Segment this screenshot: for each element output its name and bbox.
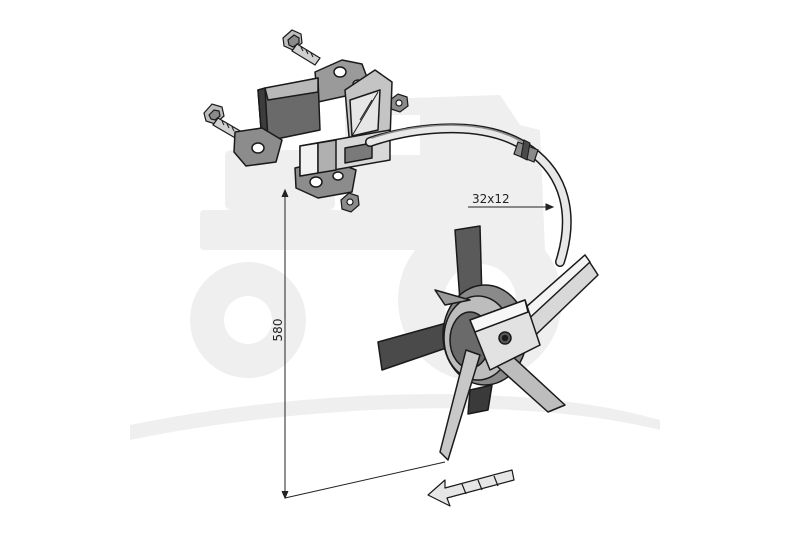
height-dimension bbox=[281, 188, 446, 500]
bolt-top-icon bbox=[282, 29, 321, 66]
width-label: 32x12 bbox=[472, 192, 510, 206]
width-dimension bbox=[468, 203, 555, 211]
star-wheel-icon bbox=[377, 225, 599, 461]
spring-tine-icon bbox=[365, 123, 572, 267]
direction-arrow-icon bbox=[427, 469, 515, 507]
height-label: 580 bbox=[271, 319, 285, 342]
nut-right-icon bbox=[389, 93, 409, 113]
floor-line bbox=[284, 461, 446, 499]
height-arrow-top bbox=[281, 188, 289, 198]
height-arrow-bottom bbox=[281, 490, 289, 500]
